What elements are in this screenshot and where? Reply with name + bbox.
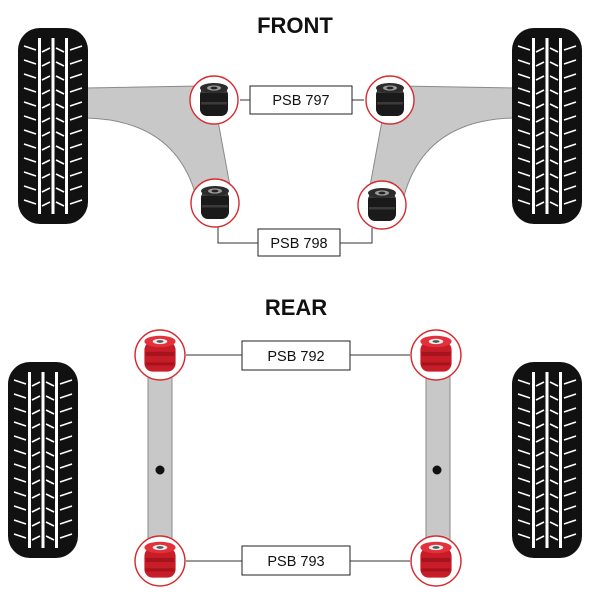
rear-right-tyre-icon (512, 362, 582, 558)
rear-upper-label: PSB 792 (241, 340, 351, 371)
front-label-connectors (217, 99, 373, 244)
rear-left-tyre-icon (8, 362, 78, 558)
front-upper-left-bush-icon (189, 75, 239, 125)
rear-left-arm-bolt (155, 465, 165, 475)
front-upper-right-bush-icon (365, 75, 415, 125)
front-right-tyre-icon (512, 28, 582, 224)
front-left-tyre-icon (18, 28, 88, 224)
front-upper-label-text: PSB 797 (272, 93, 329, 109)
rear-right-arm-bolt (432, 465, 442, 475)
rear-upper-left-bush-icon (134, 329, 186, 381)
front-lower-label: PSB 798 (257, 228, 341, 257)
rear-section-title: REAR (265, 295, 327, 320)
rear-upper-label-text: PSB 792 (267, 349, 324, 365)
rear-label-connectors (186, 354, 410, 562)
front-lower-label-text: PSB 798 (270, 236, 327, 252)
rear-lower-right-bush-icon (410, 535, 462, 587)
rear-left-arm (147, 371, 173, 543)
rear-lower-label: PSB 793 (241, 545, 351, 576)
front-lower-right-bush-icon (357, 180, 407, 230)
front-lower-left-bush-icon (190, 178, 240, 228)
rear-upper-right-bush-icon (410, 329, 462, 381)
front-upper-label: PSB 797 (249, 85, 353, 115)
rear-right-arm (425, 371, 451, 543)
rear-lower-left-bush-icon (134, 535, 186, 587)
front-section-title: FRONT (257, 13, 333, 38)
rear-lower-label-text: PSB 793 (267, 554, 324, 570)
